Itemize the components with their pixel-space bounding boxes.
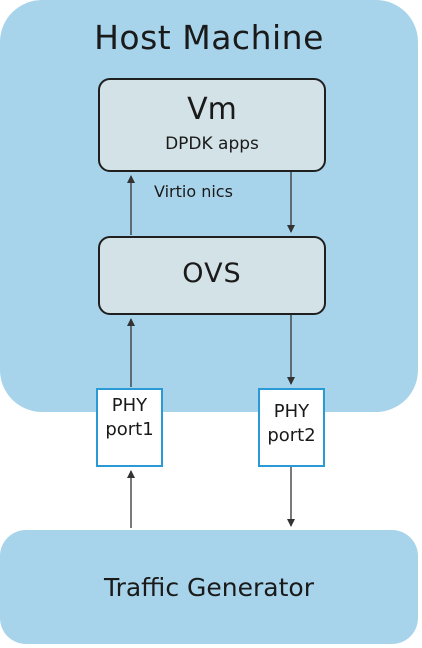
ovs-box: OVS	[98, 236, 326, 315]
phy-port2-box: PHY port2	[258, 388, 325, 467]
traffic-generator-title: Traffic Generator	[103, 573, 314, 602]
vm-title: Vm	[187, 92, 237, 127]
traffic-generator-box: Traffic Generator	[0, 530, 418, 644]
phy-port1-box: PHY port1	[96, 388, 163, 467]
host-machine-region: Host Machine	[0, 0, 418, 412]
phy-port1-line1: PHY	[111, 395, 148, 416]
virtio-nics-label: Virtio nics	[154, 182, 233, 201]
ovs-title: OVS	[182, 258, 242, 289]
vm-subtitle: DPDK apps	[165, 134, 259, 154]
host-machine-title: Host Machine	[94, 18, 324, 57]
phy-port2-line1: PHY	[273, 401, 310, 422]
phy-port2-line2: port2	[267, 425, 316, 446]
vm-box: Vm DPDK apps	[98, 78, 326, 172]
phy-port1-line2: port1	[105, 419, 154, 440]
